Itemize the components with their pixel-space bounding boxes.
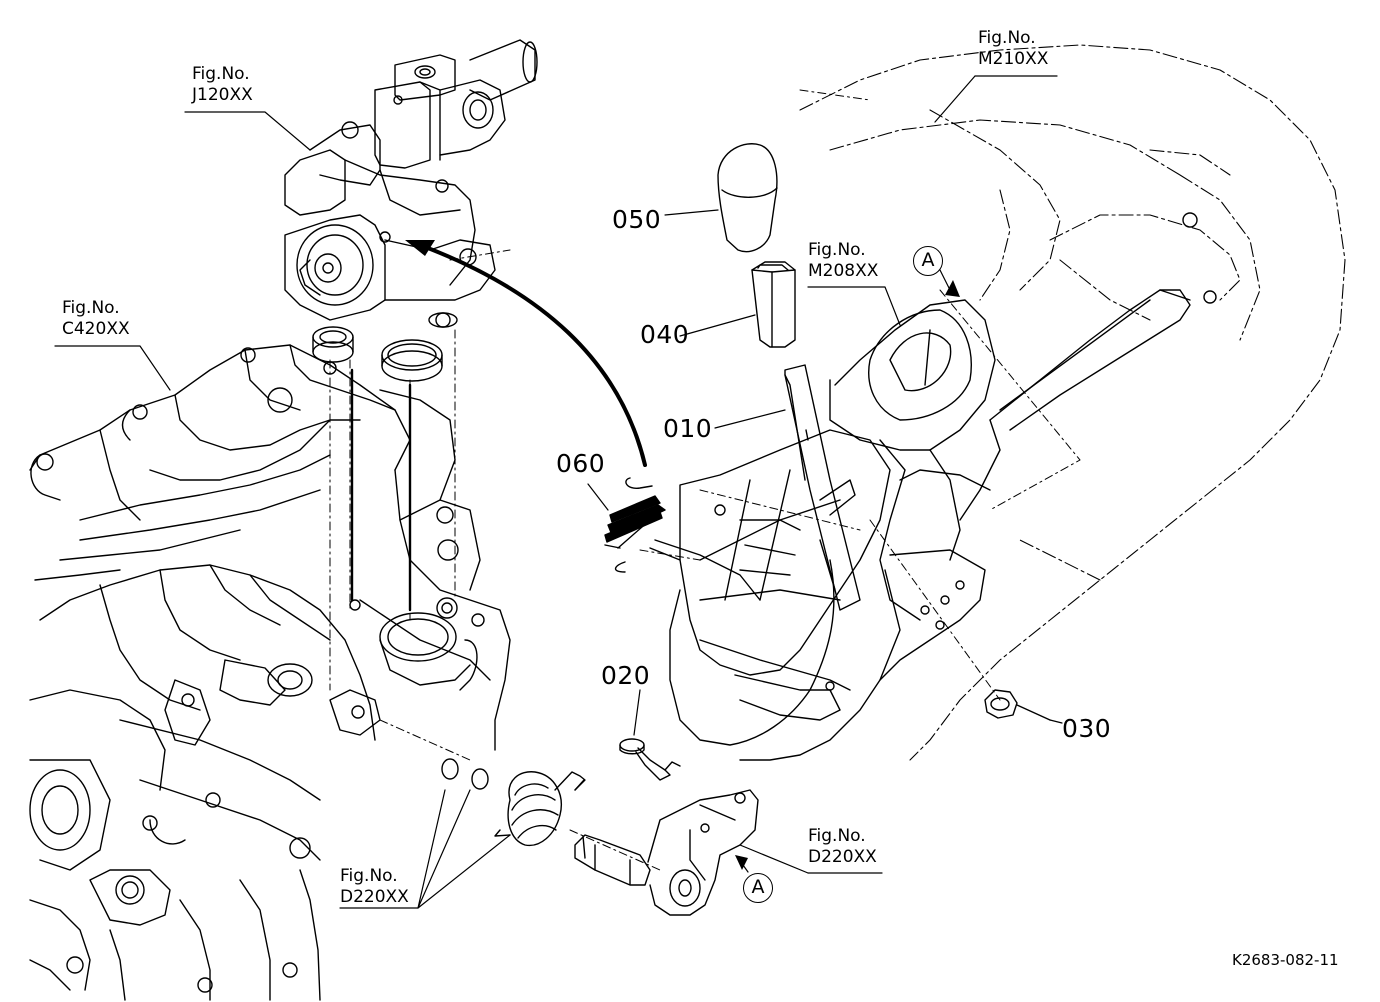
lever-guide xyxy=(829,299,1001,681)
bolt-020 xyxy=(619,738,681,781)
part-label-040: 040 xyxy=(640,320,690,349)
transmission-housing xyxy=(29,344,511,1001)
knob-050 xyxy=(717,143,778,253)
figure-ref-m208: Fig.No. M208XX xyxy=(808,240,878,282)
figure-ref-title: Fig.No. xyxy=(62,298,120,318)
arrow xyxy=(405,240,647,467)
figure-ref-title: Fig.No. xyxy=(978,28,1036,48)
figure-ref-m210: Fig.No. M210XX xyxy=(978,28,1048,70)
lever-bracket xyxy=(669,429,901,761)
figure-ref-code: D220XX xyxy=(340,887,409,907)
insert-040 xyxy=(751,261,796,348)
shift-arm-assembly xyxy=(441,758,759,916)
part-label-010: 010 xyxy=(663,414,713,443)
part-label-030: 030 xyxy=(1062,714,1112,743)
figure-ref-code: M210XX xyxy=(978,49,1049,69)
part-label-060: 060 xyxy=(556,449,606,478)
figure-ref-c420: Fig.No. C420XX xyxy=(62,298,130,340)
figure-ref-code: M208XX xyxy=(808,261,879,281)
spring-060 xyxy=(604,477,761,601)
nut-030 xyxy=(984,689,1051,721)
alignment-lines xyxy=(329,89,1081,871)
cable xyxy=(989,289,1191,431)
valve-block xyxy=(284,39,538,328)
leader-lines xyxy=(54,75,1063,909)
figure-ref-j120: Fig.No. J120XX xyxy=(192,64,253,106)
figure-ref-code: J120XX xyxy=(192,85,253,105)
figure-ref-d220-right: Fig.No. D220XX xyxy=(808,826,877,868)
seals xyxy=(312,326,443,382)
figure-ref-title: Fig.No. xyxy=(192,64,250,84)
figure-ref-d220-left: Fig.No. D220XX xyxy=(340,866,409,908)
figure-ref-title: Fig.No. xyxy=(340,866,398,886)
drawing-code: K2683-082-11 xyxy=(1232,951,1339,969)
callout-a-lower: A xyxy=(743,873,773,903)
figure-ref-title: Fig.No. xyxy=(808,240,866,260)
figure-ref-code: D220XX xyxy=(808,847,877,867)
cover xyxy=(799,44,1346,761)
part-label-020: 020 xyxy=(601,661,651,690)
part-label-050: 050 xyxy=(612,205,662,234)
figure-ref-code: C420XX xyxy=(62,319,130,339)
callout-a-upper: A xyxy=(913,246,943,276)
lever-010 xyxy=(784,364,861,611)
figure-ref-title: Fig.No. xyxy=(808,826,866,846)
